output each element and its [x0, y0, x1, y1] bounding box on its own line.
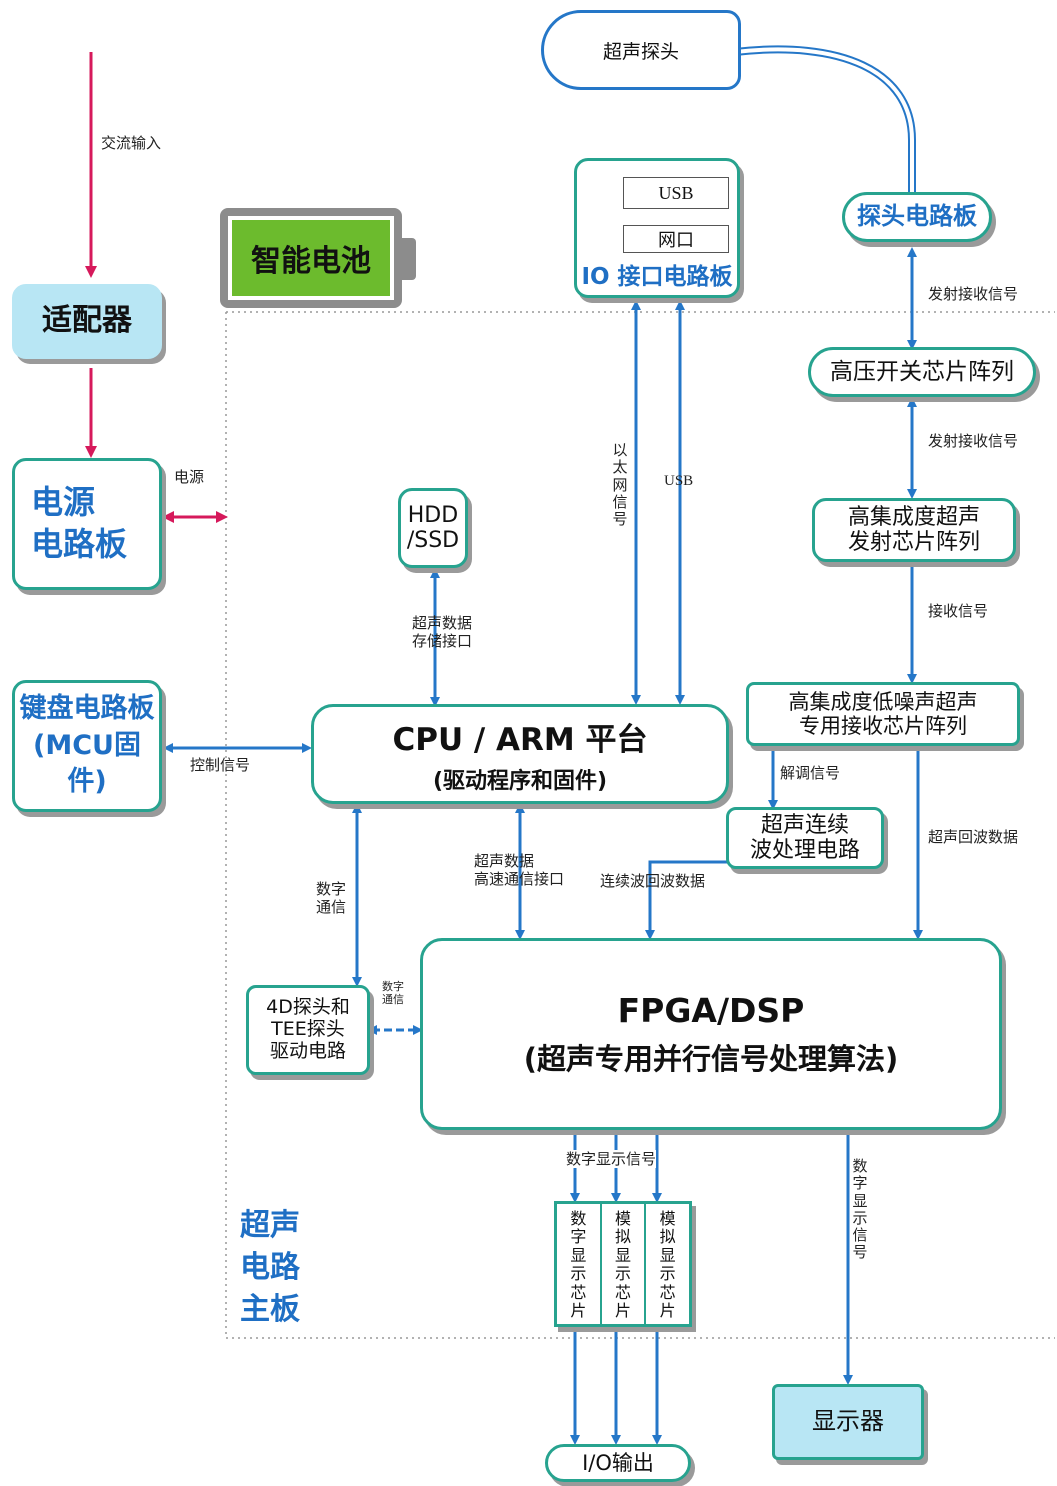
highspeed-label: 超声数据 高速通信接口 [474, 852, 565, 888]
rx-array-label: 高集成度低噪声超声 专用接收芯片阵列 [788, 689, 978, 738]
adapter-label: 适配器 [42, 303, 132, 339]
fpga-title: FPGA/DSP [617, 990, 805, 1030]
cpu-subtitle: (驱动程序和固件) [432, 768, 608, 794]
power-board-block: 电源 电路板 [12, 458, 162, 590]
display-chips-group: 数字显示芯片 模拟显示芯片 模拟显示芯片 [554, 1201, 692, 1327]
display-signal-label: 数字显示信号 [566, 1150, 657, 1168]
hdd-ssd-label: HDD /SSD [406, 502, 460, 553]
mainboard-label: 超声 电路 主板 [240, 1208, 300, 1327]
probe-board-block: 探头电路板 [842, 192, 992, 242]
cw-processing-label: 超声连续 波处理电路 [749, 812, 860, 863]
rx-array-block: 高集成度低噪声超声 专用接收芯片阵列 [746, 682, 1020, 746]
storage-label: 超声数据 存储接口 [412, 614, 473, 650]
probe-label: 超声探头 [602, 40, 679, 63]
echo-label: 超声回波数据 [928, 828, 1019, 846]
io-output-label: I/O输出 [582, 1450, 654, 1475]
ethernet-signal-label: 以太网信号 [612, 441, 628, 528]
ultrasound-probe: 超声探头 [541, 10, 741, 90]
chip-analog-display-2: 模拟显示芯片 [659, 1209, 676, 1320]
mainboard-boundary [225, 311, 1055, 1339]
receive-label: 接收信号 [928, 602, 989, 620]
io-board-title: IO 接口电路板 [581, 264, 733, 290]
ac-input-label: 交流输入 [101, 134, 162, 152]
power-label: 电源 [174, 468, 205, 486]
adapter-block: 适配器 [12, 284, 162, 359]
probe4d-block: 4D探头和 TEE探头 驱动电路 [246, 985, 370, 1075]
display-label: 显示器 [812, 1407, 884, 1436]
keyboard-board-block: 键盘电路板 (MCU固件) [12, 680, 162, 812]
probe4d-label: 4D探头和 TEE探头 驱动电路 [266, 996, 350, 1062]
cw-processing-block: 超声连续 波处理电路 [726, 807, 884, 869]
tx-rx-label-2: 发射接收信号 [928, 432, 1019, 450]
probe-cable [734, 45, 916, 200]
keyboard-board-label: 键盘电路板 (MCU固件) [19, 693, 155, 798]
smart-battery: 智能电池 [220, 208, 402, 308]
tx-rx-label-1: 发射接收信号 [928, 285, 1019, 303]
tx-array-block: 高集成度超声 发射芯片阵列 [812, 498, 1016, 562]
battery-label: 智能电池 [251, 244, 371, 279]
display-signal-vertical-label: 数字显示信号 [852, 1157, 868, 1262]
cpu-title: CPU / ARM 平台 [392, 721, 648, 758]
chip-analog-display-1: 模拟显示芯片 [602, 1204, 647, 1324]
hv-switch-label: 高压开关芯片阵列 [830, 358, 1014, 385]
io-usb-port: USB [623, 177, 729, 209]
usb-label: USB [664, 473, 694, 489]
power-board-label: 电源 电路板 [31, 483, 128, 563]
hv-switch-block: 高压开关芯片阵列 [808, 347, 1036, 397]
digital-comm-small-label: 数字 通信 [382, 980, 404, 1007]
chip-digital-display: 数字显示芯片 [557, 1204, 602, 1324]
digital-comm-label: 数字 通信 [316, 880, 347, 916]
cw-echo-arrow [645, 860, 730, 940]
control-label: 控制信号 [190, 756, 251, 774]
cpu-block: CPU / ARM 平台 (驱动程序和固件) [311, 704, 729, 804]
probe-board-label: 探头电路板 [857, 202, 977, 231]
battery-terminal [402, 238, 416, 280]
io-ethernet-port: 网口 [623, 225, 729, 253]
fpga-subtitle: (超声专用并行信号处理算法) [523, 1041, 899, 1076]
io-output-block: I/O输出 [545, 1444, 691, 1482]
hdd-ssd-block: HDD /SSD [398, 488, 468, 568]
fpga-block: FPGA/DSP (超声专用并行信号处理算法) [420, 938, 1002, 1130]
display-block: 显示器 [772, 1384, 924, 1460]
demod-label: 解调信号 [780, 764, 841, 782]
io-usb-label: USB [658, 182, 694, 203]
battery-fill: 智能电池 [232, 220, 390, 296]
io-board-block: USB 网口 IO 接口电路板 [574, 158, 740, 298]
cw-echo-label: 连续波回波数据 [600, 872, 706, 890]
io-ethernet-label: 网口 [658, 230, 694, 251]
tx-array-label: 高集成度超声 发射芯片阵列 [847, 504, 980, 555]
